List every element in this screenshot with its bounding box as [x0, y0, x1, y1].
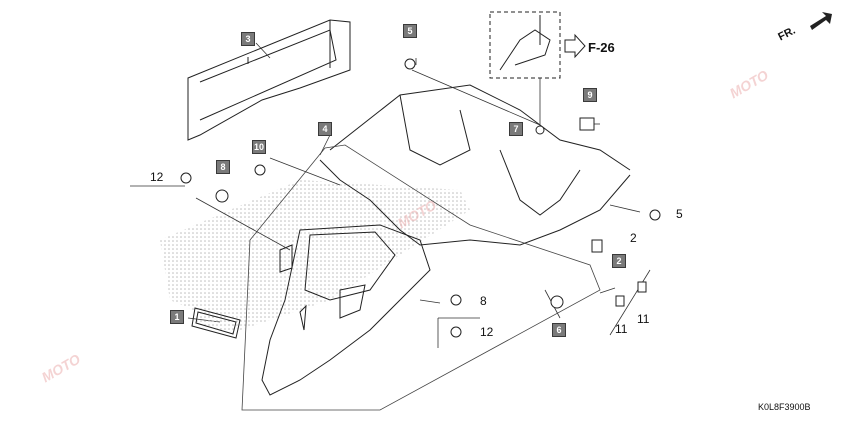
- callout-9: 9: [583, 88, 597, 102]
- reflector-part: [191, 307, 241, 339]
- fasteners: [180, 58, 661, 338]
- callout-3: 3: [241, 32, 255, 46]
- grommet-7: [535, 125, 545, 135]
- washer-12-top: [180, 172, 192, 184]
- washer-12-bottom: [450, 326, 462, 338]
- clip-2: [591, 239, 603, 253]
- nut-6: [550, 295, 564, 309]
- nut-8-left: [215, 189, 229, 203]
- part-number-12-bottom: 12: [480, 325, 494, 339]
- callout-1: 1: [170, 310, 184, 324]
- part-number-12-top: 12: [150, 170, 164, 184]
- reference-label: F-26: [588, 40, 615, 55]
- callout-7: 7: [509, 122, 523, 136]
- callout-4: 4: [318, 122, 332, 136]
- clip-10: [254, 164, 266, 176]
- bracket-inset: [489, 11, 586, 79]
- callout-8: 8: [216, 160, 230, 174]
- part-number-11-b: 11: [637, 312, 650, 326]
- part-number-5-right: 5: [676, 207, 683, 221]
- callout-5-top: 5: [403, 24, 417, 38]
- part-number-11-a: 11: [615, 322, 628, 336]
- diagram-code: K0L8F3900B: [758, 402, 811, 412]
- callout-10: 10: [252, 140, 266, 154]
- shadow-region: [160, 180, 470, 330]
- nut-11-b: [637, 281, 647, 293]
- callout-6: 6: [552, 323, 566, 337]
- fr-arrow: [810, 12, 832, 30]
- bolt-5-top: [404, 58, 416, 70]
- part-number-8: 8: [480, 294, 487, 308]
- nut-8-bottom: [450, 294, 462, 306]
- part-number-2: 2: [630, 231, 637, 245]
- bolt-5-right: [649, 209, 661, 221]
- side-panel-part: [187, 19, 351, 141]
- nut-11-a: [615, 295, 625, 307]
- part4-outline: [241, 144, 601, 411]
- rear-fender-part: [261, 84, 631, 396]
- leader-lines: [130, 42, 651, 348]
- callout-2: 2: [612, 254, 626, 268]
- nut-9: [579, 117, 595, 131]
